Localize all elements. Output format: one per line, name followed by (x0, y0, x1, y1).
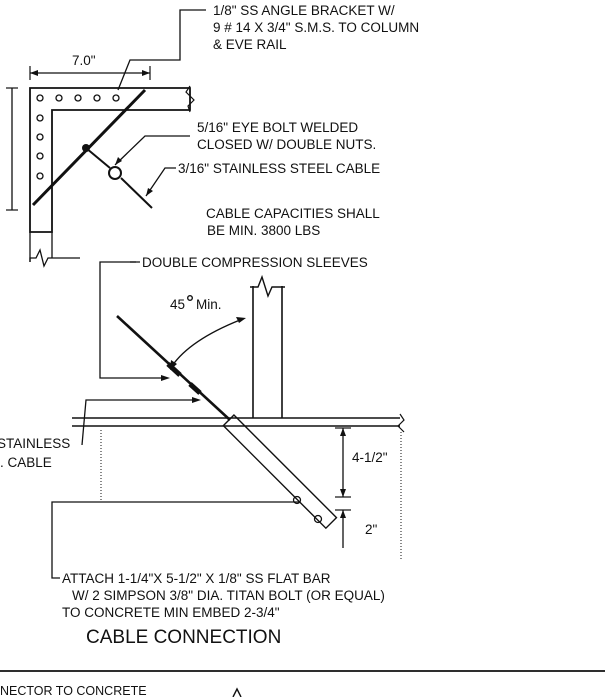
titan-bolt (313, 514, 323, 524)
break-line (29, 248, 80, 268)
screw-hole (36, 114, 44, 122)
callout-flat-bar: ATTACH 1-1/4"X 5-1/2" X 1/8" SS FLAT BAR… (51, 501, 385, 620)
anchor-detail: 45 Min. 4-1/2" 2" (72, 274, 405, 560)
eye-bolt-loop (108, 166, 122, 180)
leader-line (81, 399, 196, 446)
dimension-arrow (340, 510, 346, 518)
screw-holes-horizontal (36, 94, 120, 102)
screw-hole (36, 152, 44, 160)
detail-title: CABLE CONNECTION (86, 627, 281, 648)
flat-bar-plate (222, 414, 338, 530)
angle-value: 45 (170, 297, 185, 312)
callout-flat-bar-line2: W/ 2 SIMPSON 3/8" DIA. TITAN BOLT (OR EQ… (72, 588, 385, 603)
callout-flat-bar-line1: ATTACH 1-1/4"X 5-1/2" X 1/8" SS FLAT BAR (62, 571, 331, 586)
callout-eye-bolt-line1: 5/16" EYE BOLT WELDED (197, 120, 358, 135)
cable-segment (120, 177, 153, 209)
eye-bolt-shaft (85, 147, 111, 169)
dimension-arrow (30, 70, 38, 76)
slab-break (397, 413, 405, 433)
dimension-arrow (340, 489, 346, 497)
callout-flat-bar-line3: TO CONCRETE MIN EMBED 2-3/4" (62, 605, 280, 620)
degree-symbol (186, 295, 193, 302)
callout-cable-text: 3/16" STAINLESS STEEL CABLE (178, 161, 380, 176)
flat-bar (222, 414, 338, 530)
compression-sleeve (188, 382, 202, 395)
leader-line (114, 135, 190, 166)
footer-text: NECTOR TO CONCRETE (0, 684, 147, 697)
leader-line (51, 501, 300, 579)
screw-hole (93, 94, 101, 102)
callout-angle-bracket: 1/8" SS ANGLE BRACKET W/ 9 # 14 X 3/4" S… (117, 3, 419, 91)
dimension-width: 7.0" (72, 53, 96, 68)
screw-holes-vertical (36, 114, 44, 180)
screw-hole (36, 172, 44, 180)
leader-arrow (192, 397, 201, 403)
screw-hole (74, 94, 82, 102)
leader-arrow (146, 188, 153, 196)
note-capacity-line2: BE MIN. 3800 LBS (207, 223, 320, 238)
callout-eye-bolt-line2: CLOSED W/ DOUBLE NUTS. (197, 137, 376, 152)
dimension-arrow (340, 428, 346, 436)
leader-line (117, 9, 206, 91)
callout-angle-bracket-line2: 9 # 14 X 3/4" S.M.S. TO COLUMN (213, 20, 419, 35)
screw-hole (55, 94, 63, 102)
titan-bolt (292, 495, 302, 505)
callout-sleeves-text: DOUBLE COMPRESSION SLEEVES (142, 255, 368, 270)
callout-angle-bracket-line3: & EVE RAIL (213, 37, 287, 52)
angle-bracket-detail: 7.0" (6, 53, 195, 268)
leader-arrow (115, 157, 122, 165)
callout-cable: 3/16" STAINLESS STEEL CABLE (145, 161, 380, 197)
angle-arrow (170, 360, 177, 370)
footer-marker-icon (232, 687, 242, 697)
callout-compression-sleeves: DOUBLE COMPRESSION SLEEVES (99, 255, 368, 381)
screw-hole (36, 94, 44, 102)
callout-eye-bolt: 5/16" EYE BOLT WELDED CLOSED W/ DOUBLE N… (114, 120, 376, 166)
leader-arrow (161, 375, 170, 381)
angle-arrow (236, 317, 246, 323)
callout-stainless-line2: . CABLE (0, 455, 52, 470)
note-capacity-line1: CABLE CAPACITIES SHALL (206, 206, 380, 221)
column-break (250, 274, 285, 298)
callout-stainless-cable: STAINLESS . CABLE (0, 397, 201, 470)
callout-stainless-line1: STAINLESS (0, 436, 70, 451)
screw-hole (36, 133, 44, 141)
dimension-arrow (142, 70, 150, 76)
dimension-edge: 2" (365, 522, 378, 537)
leader-line (145, 167, 176, 197)
angle-arc (171, 319, 241, 367)
dimension-depth: 4-1/2" (352, 450, 388, 465)
screw-hole (112, 94, 120, 102)
rail-break (185, 85, 195, 113)
callout-angle-bracket-line1: 1/8" SS ANGLE BRACKET W/ (213, 3, 395, 18)
leader-line (99, 261, 166, 379)
angle-suffix: Min. (196, 297, 222, 312)
eave-rail-outline (29, 87, 191, 233)
compression-sleeve (166, 362, 182, 377)
note-cable-capacities: CABLE CAPACITIES SHALL BE MIN. 3800 LBS (206, 206, 380, 238)
